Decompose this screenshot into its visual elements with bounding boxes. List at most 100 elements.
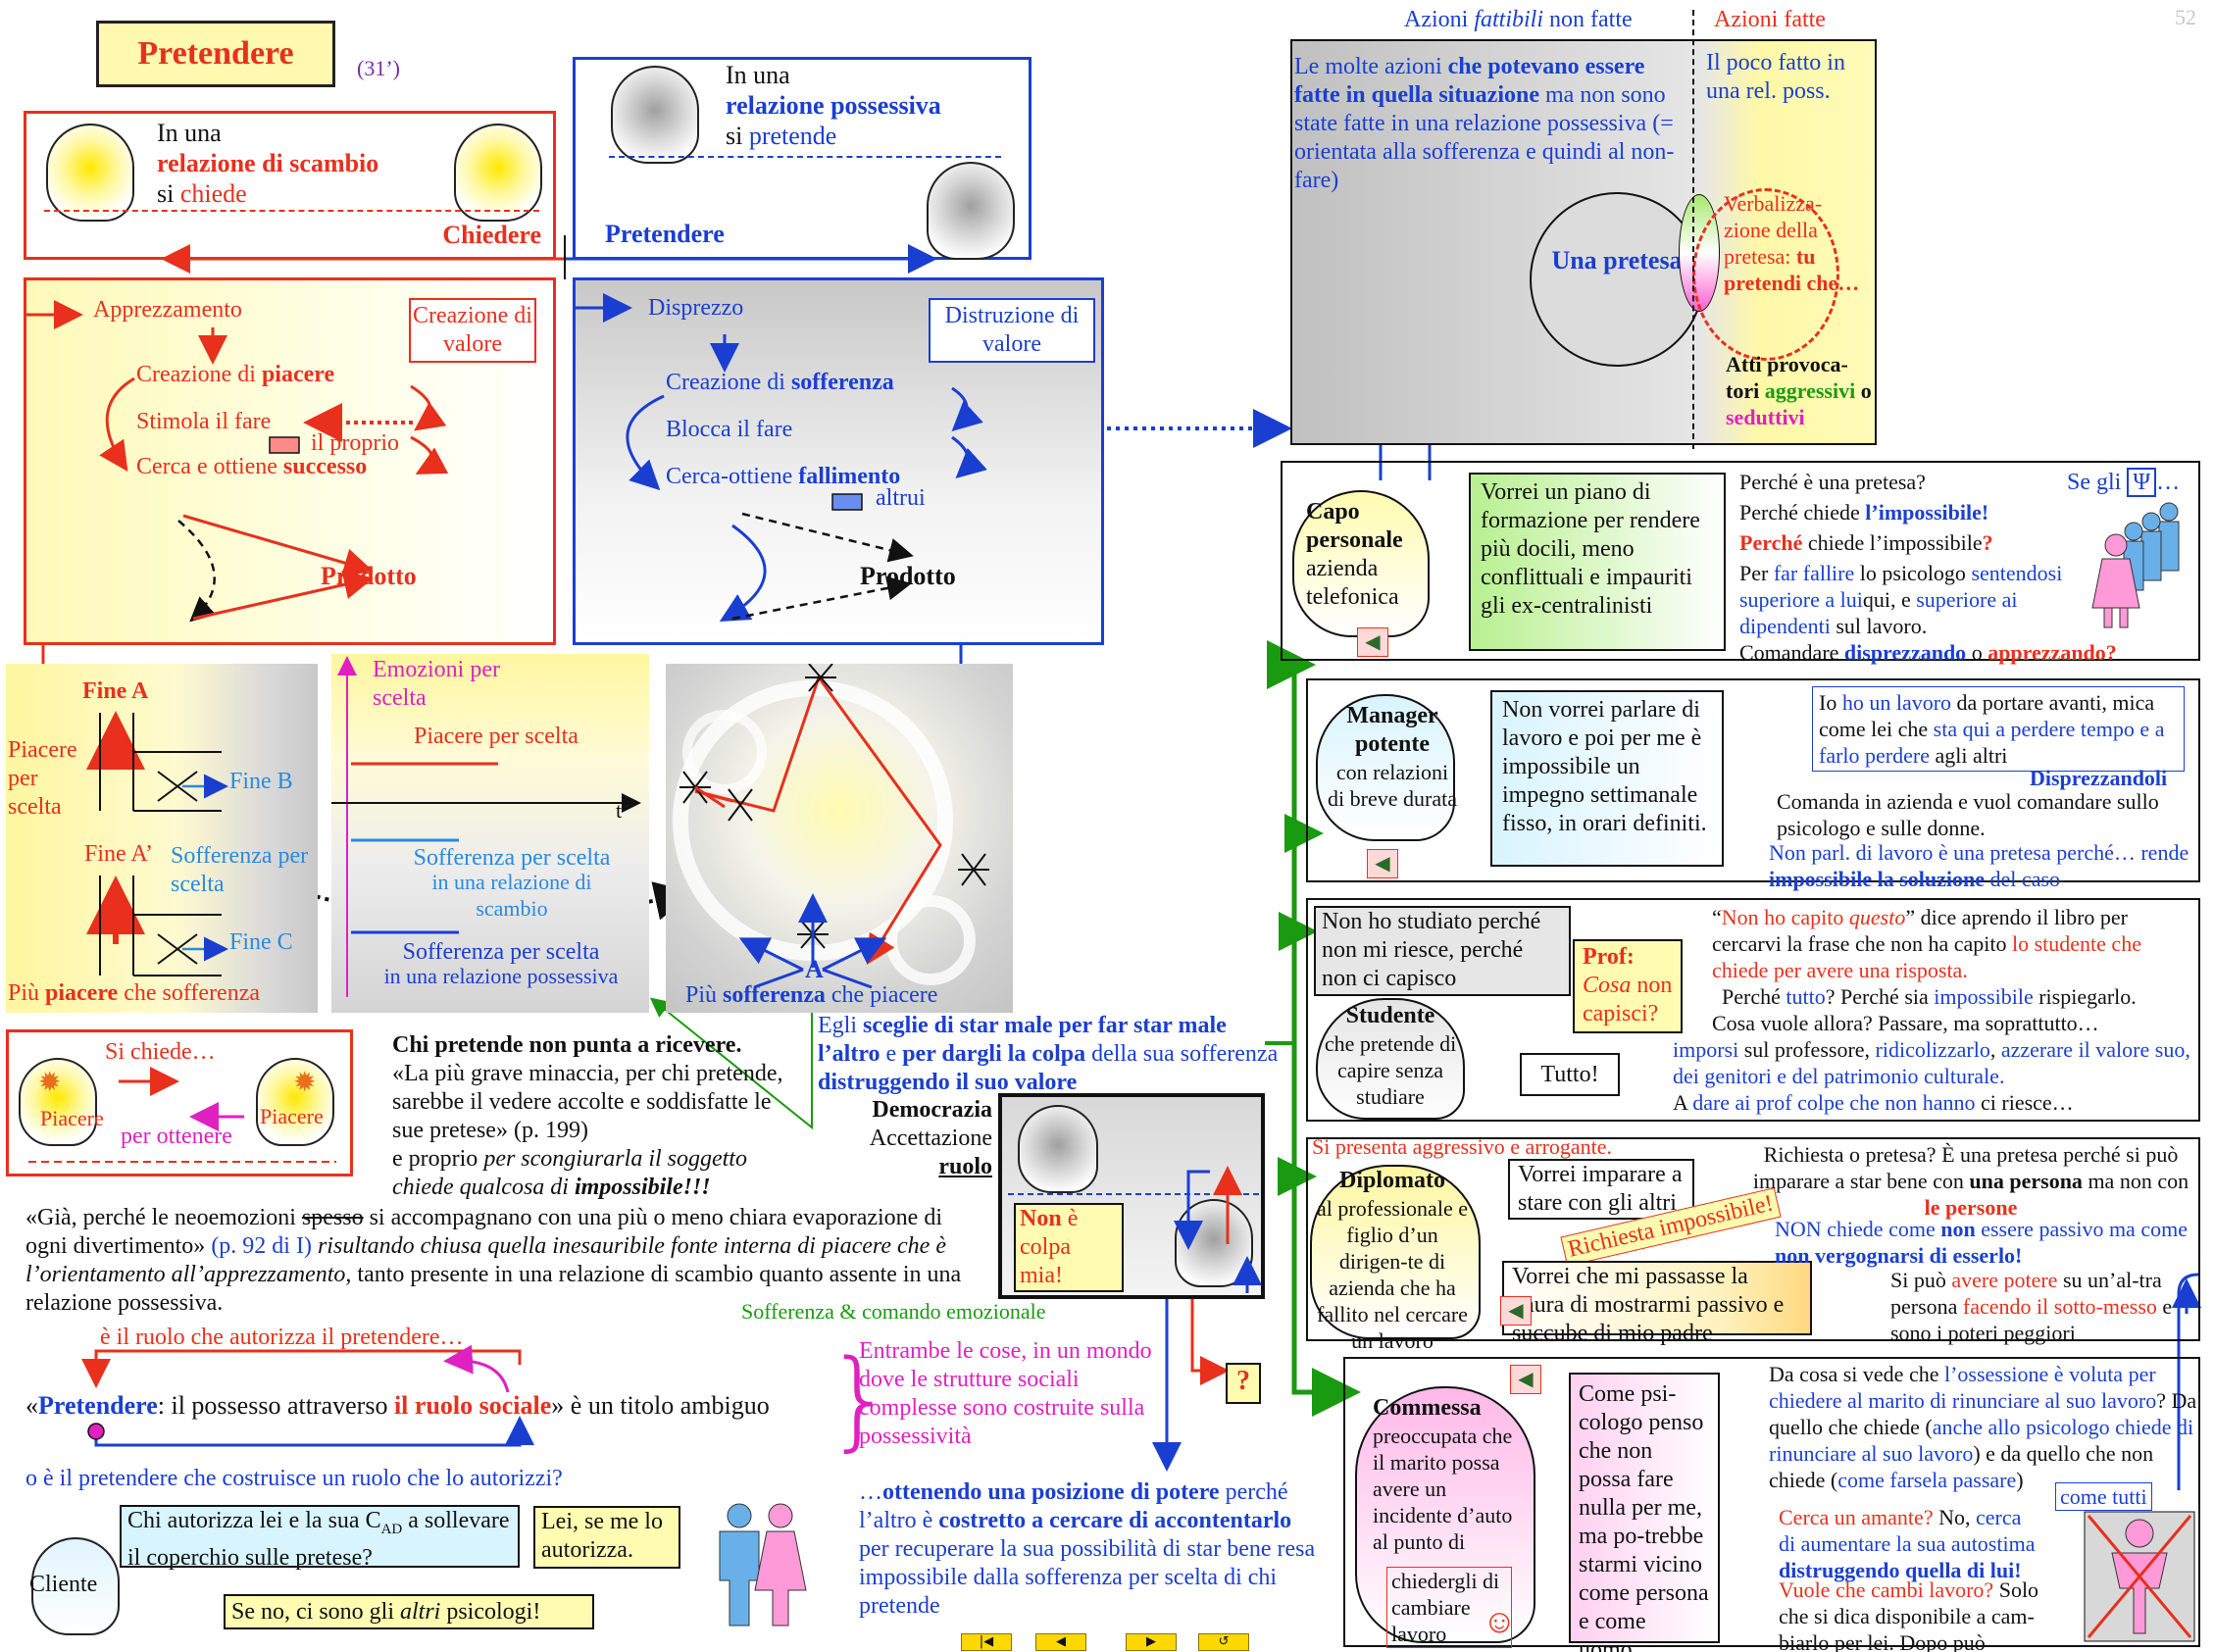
piacere-right-label: Piacere (260, 1104, 324, 1128)
soff-scambio-series-label: Sofferenza per scelta in una relazione d… (413, 845, 611, 921)
creazione-piacere-label: Creazione di piacere (136, 362, 335, 387)
head-icon-left-sun (19, 1058, 97, 1146)
commessa-speech-bubble: Come psi-cologo penso che non possa fare… (1569, 1373, 1720, 1652)
azioni-fattibili-header: Azioni fattibili non fatte (1404, 7, 1633, 32)
diplomato-r1: Richiesta o pretesa? È una pretesa perch… (1752, 1142, 2189, 1220)
manager-comanda-text: Comanda in azienda e vuol comandare sull… (1777, 789, 2159, 840)
chi-pretende-heading: Chi pretende non punta a ricevere. (392, 1032, 742, 1058)
nav-next-button[interactable]: ▶ (1126, 1633, 1177, 1651)
stimola-label: Stimola il fare (136, 409, 272, 434)
si-chiede-label: Si chiede… (105, 1039, 216, 1065)
exchange-line1: In una (157, 119, 222, 147)
ends-panel: Fine A Piacere per scelta Fine B Fine A’… (6, 664, 318, 1013)
nav-first-button[interactable]: |◀ (961, 1633, 1012, 1651)
piacere-left-label: Piacere (40, 1106, 104, 1130)
cycle-footer: Più sofferenza che piacere (685, 982, 938, 1008)
piacere-series-label: Piacere per scelta (414, 724, 579, 749)
creazione-sofferenza-label: Creazione di sofferenza (666, 370, 894, 395)
ends-footer: Più piacere che sofferenza (8, 980, 261, 1006)
value-creation-panel: Apprezzamento Creazione di valore Creazi… (24, 277, 556, 645)
studente-speech-bubble: Non ho studiato perché non mi riesce, pe… (1314, 906, 1571, 996)
psi-icon: Ψ (2127, 468, 2157, 497)
speaker-icon-2[interactable]: ◀ (1367, 849, 1398, 878)
capo-questions: Perché è una pretesa? Perché chiede l’im… (1739, 470, 2117, 665)
prof-bubble: Prof: Cosa non capisci? (1573, 939, 1683, 1033)
diplomato-speech1: Vorrei imparare a stare con gli altri (1508, 1159, 1694, 1220)
title-box: Pretendere (96, 21, 335, 87)
verbalizzazione-text: Verbalizza-zione della pretesa: tu prete… (1724, 191, 1860, 295)
cerca-fallimento-label: Cerca-ottiene fallimento (666, 464, 901, 489)
possessive-line2: relazione possessiva (726, 91, 941, 120)
brace-icon: } (826, 1336, 894, 1462)
azioni-box: Le molte azioni che potevano essere fatt… (1290, 10, 1877, 449)
nav-return-button[interactable]: ↺ (1198, 1633, 1249, 1651)
smiley-icon: ☺ (1483, 1604, 1517, 1640)
couple-icon (719, 1503, 807, 1627)
fine-a2-label: Fine A’ (84, 841, 154, 867)
diplomato-speech2: Vorrei che mi passasse la paura di mostr… (1502, 1261, 1812, 1346)
ruolo-bottom-text: o è il pretendere che costruisce un ruol… (25, 1466, 563, 1491)
capo-speech-bubble: Vorrei un piano di formazione per render… (1469, 473, 1726, 651)
azioni-fatte-header: Azioni fatte (1714, 7, 1826, 32)
head-icon-top (611, 66, 699, 164)
manager-non-parl-text: Non parl. di lavoro è una pretesa perché… (1769, 840, 2189, 891)
nav-prev-button[interactable]: ◀ (1035, 1633, 1086, 1651)
azioni-right-text: Il poco fatto in una rel. poss. (1706, 50, 1845, 104)
possessive-line3a: si (726, 122, 749, 150)
non-colpa-bubble: Non è colpa mia! (1014, 1203, 1124, 1292)
accettazione-label: Accettazione (869, 1126, 992, 1151)
speaker-icon-4[interactable]: ◀ (1510, 1365, 1541, 1394)
question-badge: ? (1226, 1363, 1261, 1404)
manager-speech-bubble: Non vorrei parlare di lavoro e poi per m… (1490, 690, 1724, 867)
atti-text: Atti provoca-tori aggressivi o seduttivi (1726, 352, 1872, 429)
diplomato-r3: Si può avere potere su un’al-tra persona… (1890, 1268, 2173, 1345)
piacere-per-scelta-label: Piacere per scelta (8, 737, 77, 820)
crossed-figure-icon (2084, 1511, 2195, 1642)
commessa-r1: Da cosa si vede che l’ossessione è volut… (1769, 1362, 2197, 1492)
chiedere-label: Chiedere (442, 221, 541, 249)
emotions-axes (331, 656, 641, 997)
studente-notes: “Non ho capito questo” dice aprendo il l… (1673, 905, 2190, 1115)
cliente-question-bubble: Chi autorizza lei e la sua CAD a solleva… (120, 1505, 520, 1571)
commessa-head-icon (1355, 1386, 1535, 1643)
emotions-xlabel: t (616, 798, 623, 823)
possessive-line1: In una (726, 61, 790, 89)
democrazia-arrows (1174, 1166, 1262, 1293)
fine-c-label: Fine C (229, 929, 293, 955)
entrambe-text: Entrambe le cose, in un mondo dove le st… (859, 1338, 1152, 1449)
disprezzo-label: Disprezzo (648, 295, 744, 321)
soff-possessiva-series-label: Sofferenza per scelta in una relazione p… (383, 939, 619, 988)
democrazia-label: Democrazia (872, 1097, 992, 1123)
exchange-line2: relazione di scambio (157, 149, 379, 177)
dashed-divider (44, 210, 539, 212)
emotions-chart-panel: Emozioni per scelta t Piacere per scelta… (331, 654, 649, 1013)
capo-head-icon (1292, 490, 1430, 637)
neoemozioni-text: «Già, perché le neoemozioni spesso si ac… (25, 1205, 962, 1316)
emotions-ylabel: Emozioni per scelta (373, 657, 500, 711)
ruolo-label: ruolo (938, 1154, 992, 1179)
manager-head-icon (1316, 694, 1455, 841)
egli-sceglie-caption: Egli sceglie di star male per far star m… (818, 1013, 1279, 1095)
si-chiede-box: ✹ ✹ Si chiede… per ottenere Piacere Piac… (6, 1029, 353, 1176)
cliente-head-icon (31, 1537, 120, 1635)
democrazia-labels: Democrazia Accettazione ruolo (845, 1096, 992, 1181)
dashed-divider (609, 156, 1001, 158)
possessive-line3b: pretende (748, 122, 837, 150)
tutto-bubble: Tutto! (1520, 1053, 1620, 1096)
apprezzamento-label: Apprezzamento (93, 297, 242, 323)
manager-note: Io ho un lavoro da portare avanti, mica … (1812, 686, 2185, 772)
chi-pretende-text: Chi pretende non punta a ricevere. «La p… (392, 1031, 804, 1202)
democrazia-box: Non è colpa mia! (998, 1093, 1265, 1299)
ruolo-top-text: è il ruolo che autorizza il pretendere… (100, 1325, 464, 1350)
speaker-icon[interactable]: ◀ (1357, 627, 1388, 657)
si-chiede-arrows (28, 1067, 336, 1163)
se-no-bubble: Se no, ci sono gli altri psicologi! (224, 1594, 594, 1629)
exchange-line3a: si (157, 179, 180, 208)
page-number: 52 (2175, 5, 2196, 29)
altrui-label: altrui (876, 485, 926, 511)
speaker-icon-3[interactable]: ◀ (1500, 1296, 1532, 1326)
fine-a-label: Fine A (82, 678, 149, 704)
